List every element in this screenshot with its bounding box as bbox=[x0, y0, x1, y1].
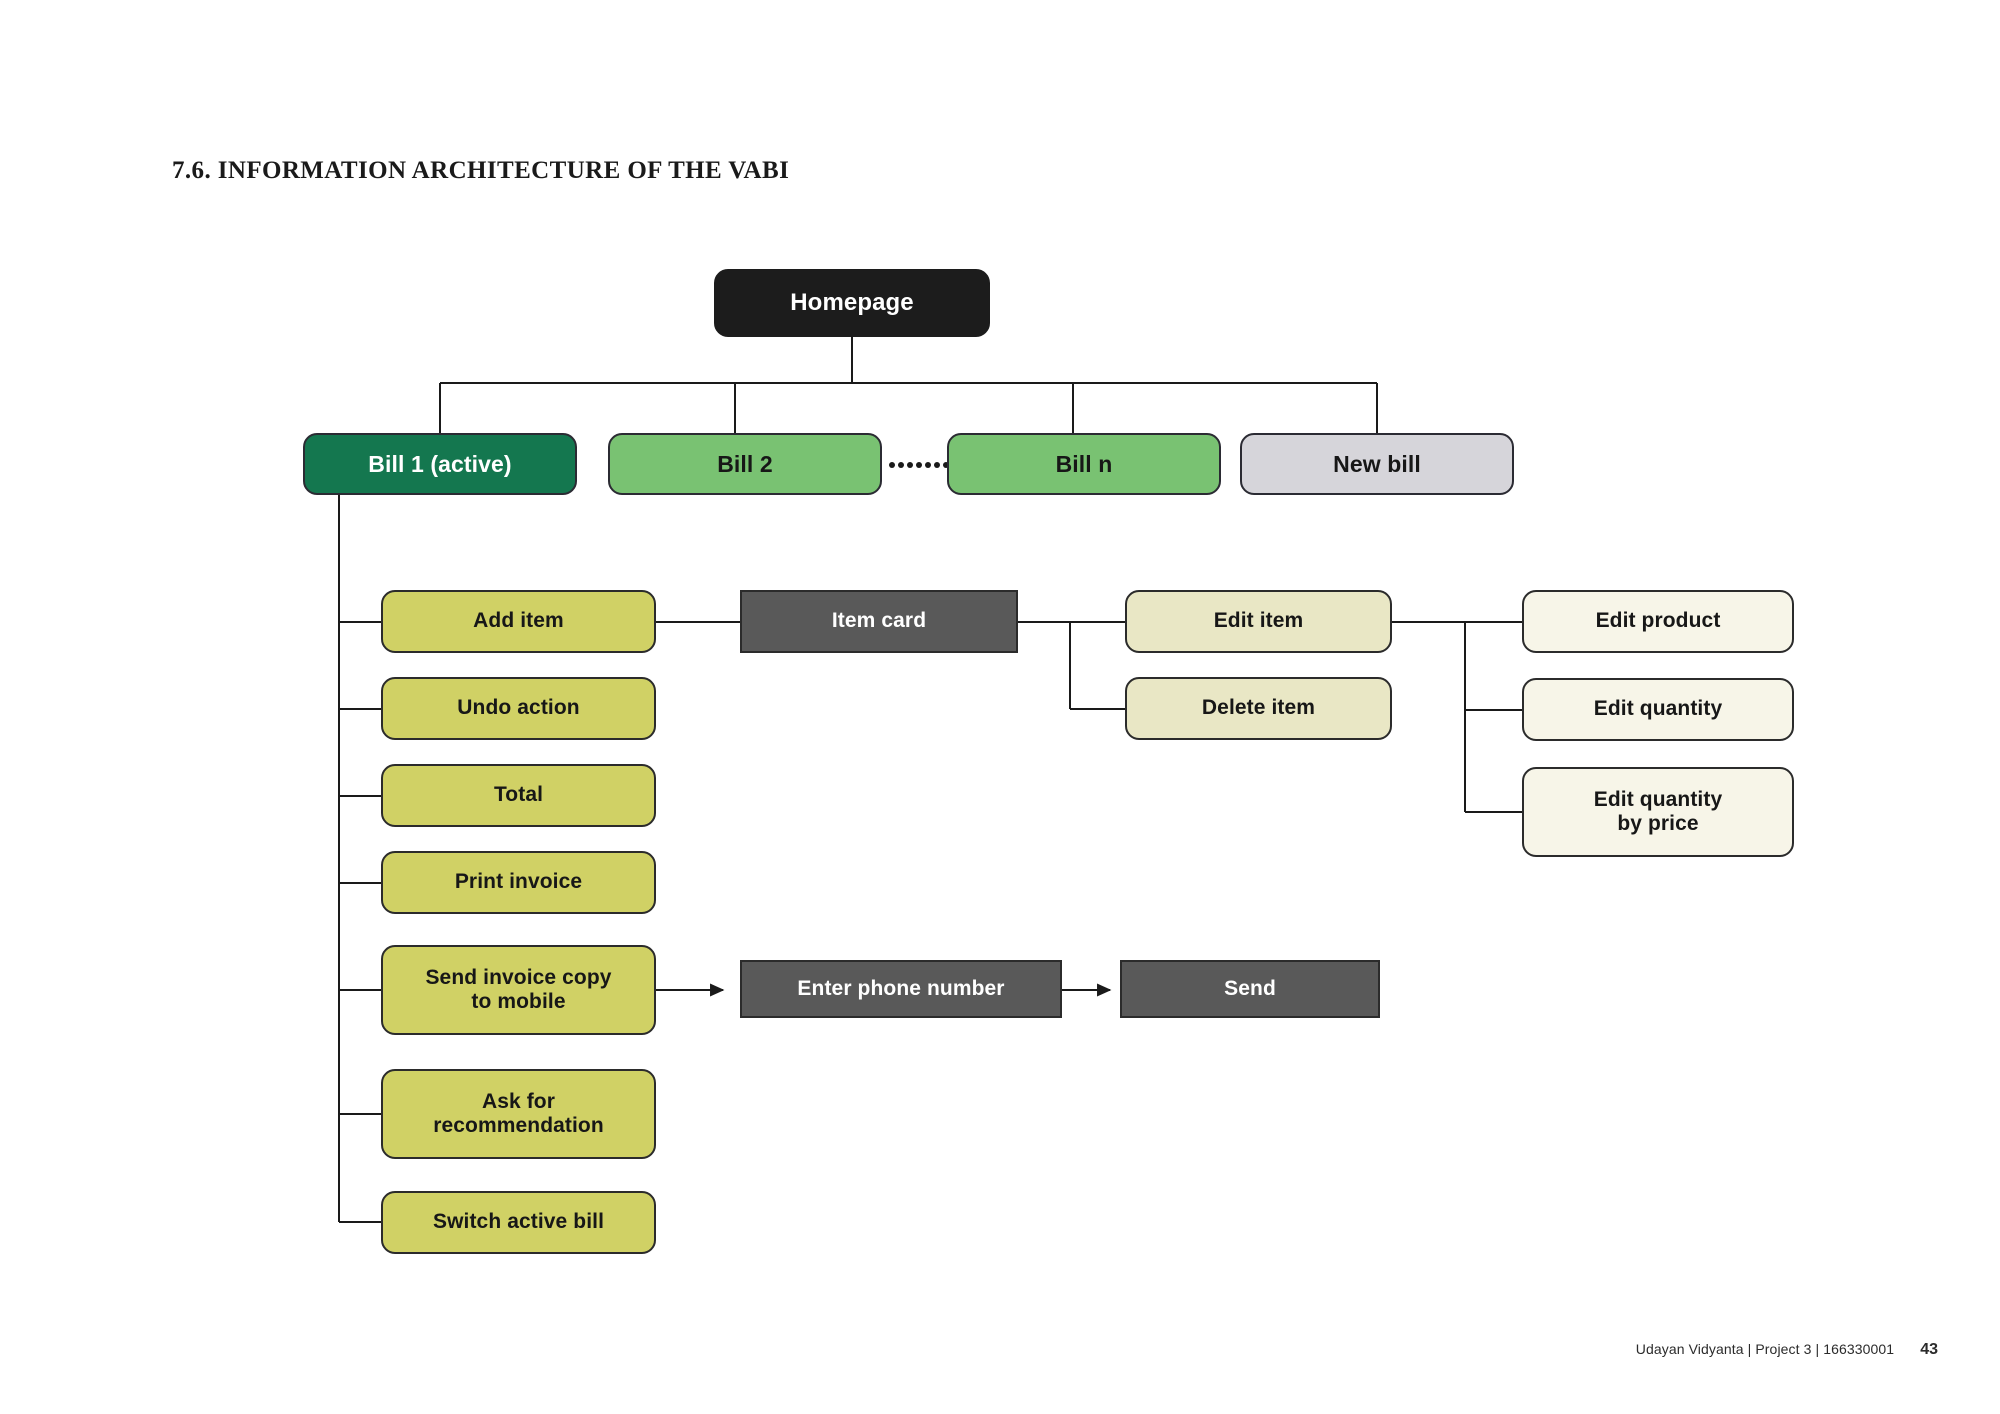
node-edit-quantity[interactable]: Edit quantity bbox=[1522, 678, 1794, 741]
bill-ellipsis-dots bbox=[889, 455, 949, 475]
node-enter-phone-number[interactable]: Enter phone number bbox=[740, 960, 1062, 1018]
node-bill-n[interactable]: Bill n bbox=[947, 433, 1221, 495]
node-edit-quantity-by-price[interactable]: Edit quantity by price bbox=[1522, 767, 1794, 857]
node-homepage[interactable]: Homepage bbox=[714, 269, 990, 337]
footer-page-number: 43 bbox=[1920, 1341, 1938, 1358]
page-footer: Udayan Vidyanta | Project 3 | 166330001 … bbox=[1636, 1341, 1938, 1359]
node-ask-for-recommendation[interactable]: Ask for recommendation bbox=[381, 1069, 656, 1159]
node-edit-product[interactable]: Edit product bbox=[1522, 590, 1794, 653]
node-bill-1-active[interactable]: Bill 1 (active) bbox=[303, 433, 577, 495]
node-print-invoice[interactable]: Print invoice bbox=[381, 851, 656, 914]
node-total[interactable]: Total bbox=[381, 764, 656, 827]
node-new-bill[interactable]: New bill bbox=[1240, 433, 1514, 495]
footer-credit: Udayan Vidyanta | Project 3 | 166330001 bbox=[1635, 1341, 1895, 1357]
node-bill-2[interactable]: Bill 2 bbox=[608, 433, 882, 495]
page-title: 7.6. INFORMATION ARCHITECTURE OF THE VAB… bbox=[172, 157, 790, 184]
node-add-item[interactable]: Add item bbox=[381, 590, 656, 653]
node-item-card[interactable]: Item card bbox=[740, 590, 1018, 653]
node-edit-item[interactable]: Edit item bbox=[1125, 590, 1392, 653]
node-switch-active-bill[interactable]: Switch active bill bbox=[381, 1191, 656, 1254]
node-delete-item[interactable]: Delete item bbox=[1125, 677, 1392, 740]
node-undo-action[interactable]: Undo action bbox=[381, 677, 656, 740]
node-send-invoice-copy-to-mobile[interactable]: Send invoice copy to mobile bbox=[381, 945, 656, 1035]
node-send[interactable]: Send bbox=[1120, 960, 1380, 1018]
